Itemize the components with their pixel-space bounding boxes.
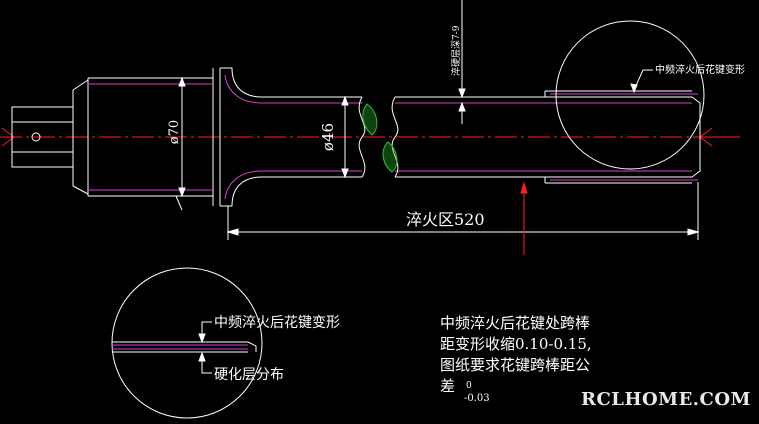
- dim-70: [175, 76, 186, 211]
- detail-circle-bottom: [111, 267, 263, 419]
- note-line-1: 中频淬火后花键处跨棒: [440, 314, 591, 332]
- tolerance-lower: -0.03: [464, 393, 490, 404]
- red-pointer: [520, 181, 528, 255]
- detail-strip: [112, 341, 257, 353]
- note-line-4: 差: [440, 377, 456, 395]
- quench-zone-label: 淬火区520: [406, 210, 485, 229]
- spline-deform-label-detail: 中频淬火后花键变形: [214, 315, 340, 331]
- watermark: RCLHOME.COM: [581, 389, 751, 410]
- dim-46: [341, 95, 349, 179]
- depth-label: 淬硬层深7-9: [450, 25, 462, 76]
- start-arrowhead: [1, 127, 15, 147]
- thread-lines: [88, 83, 213, 191]
- tolerance-note: 中频淬火后花键处跨棒 距变形收缩0.10-0.15, 图纸要求花键跨棒距公 差: [440, 313, 592, 397]
- note-line-3: 图纸要求花键跨棒距公: [440, 356, 591, 374]
- dim-quench: [226, 182, 700, 240]
- dim-46-label: ø46: [319, 123, 337, 151]
- spline-profile: [550, 93, 698, 181]
- note-line-2: 距变形收缩0.10-0.15,: [440, 335, 592, 353]
- neck-profile: [224, 74, 692, 200]
- detail-leaders: [198, 321, 212, 374]
- hardened-layer-label: 硬化层分布: [214, 367, 284, 383]
- dim-70-label: ø70: [167, 120, 182, 144]
- tolerance-upper: 0: [466, 381, 472, 391]
- break-section: [358, 96, 399, 178]
- shaft-outline: [220, 67, 701, 207]
- spline-grooves: [544, 90, 692, 184]
- detail-circle-top: [555, 20, 705, 170]
- spline-deform-label-top: 中频淬火后花键变形: [655, 63, 745, 76]
- depth-leader: [458, 0, 466, 124]
- threaded-section: [72, 68, 221, 206]
- spline-deform-leader: [630, 69, 653, 94]
